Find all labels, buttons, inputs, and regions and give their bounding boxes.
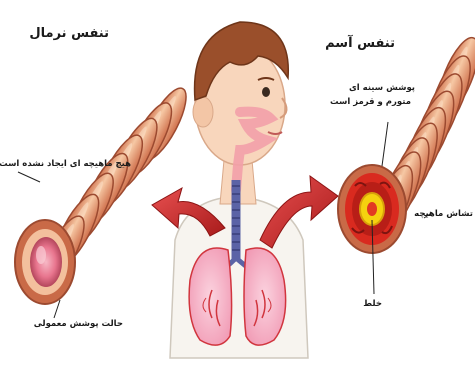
asthma-lining-label-line2: متورم و قرمز است [330,96,411,109]
human-figure-icon [170,22,308,358]
asthma-breathing-title: تنفس آسم [325,36,395,51]
normal-breathing-title: تنفس نرمال [29,26,109,41]
normal-muscle-label: هیچ ماهیچه ای ایجاد نشده است [0,158,131,171]
normal-airway-cross-section [15,220,75,304]
normal-lining-label: حالت پوشش معمولی [34,318,123,331]
asthma-muscle-label: تشاش ماهیچه [414,208,473,221]
asthma-lining-label-line1: پوشش سینه ای [349,82,415,95]
asthma-mucus-label: خلط [363,298,382,311]
asthma-airway-cross-section [338,165,406,253]
